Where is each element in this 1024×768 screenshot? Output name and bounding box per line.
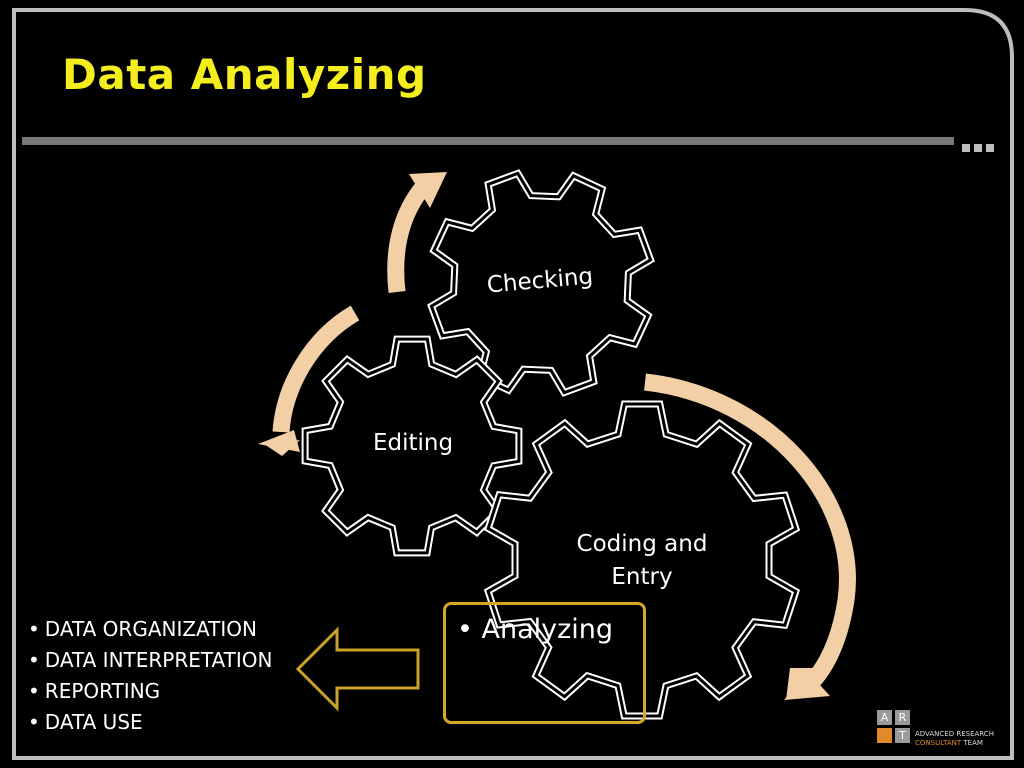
logo-line-1: ADVANCED RESEARCH (915, 730, 994, 738)
logo-team: TEAM (961, 739, 983, 747)
logo-letter-r: R (895, 710, 910, 725)
gear-label-editing: Editing (372, 430, 454, 456)
logo-letter-t: T (895, 728, 910, 743)
gear-checking-inner-line (429, 171, 653, 395)
logo-wordmark: ADVANCED RESEARCH CONSULTANT TEAM (915, 730, 994, 748)
gear-editing-inner-line (303, 337, 521, 555)
title-divider-bar (22, 137, 954, 145)
logo-letter-a: A (877, 710, 892, 725)
logo-line-2: CONSULTANT TEAM (915, 739, 994, 748)
analyzing-box (443, 602, 646, 724)
gear-label-coding-and-entry: Coding and Entry (576, 531, 708, 590)
outputs-list: DATA ORGANIZATION DATA INTERPRETATION RE… (28, 614, 273, 738)
logo-orange-square (877, 728, 892, 743)
list-item: REPORTING (28, 676, 273, 707)
arrow-to-outputs (295, 626, 420, 712)
arrow-checking-to-editing (258, 305, 360, 456)
list-item: DATA INTERPRETATION (28, 645, 273, 676)
list-item: DATA USE (28, 707, 273, 738)
arrow-coding-to-analyzing (644, 373, 856, 700)
art-logo: A R T ADVANCED RESEARCH CONSULTANT TEAM (877, 710, 1005, 750)
logo-consultant: CONSULTANT (915, 739, 962, 747)
gear-coding-inner-line (486, 402, 798, 718)
analyzing-label: • Analyzing (457, 614, 614, 645)
arrow-editing-to-checking (387, 172, 447, 293)
divider-dots (962, 137, 998, 156)
slide-title: Data Analyzing (62, 50, 427, 99)
list-item: DATA ORGANIZATION (28, 614, 273, 645)
